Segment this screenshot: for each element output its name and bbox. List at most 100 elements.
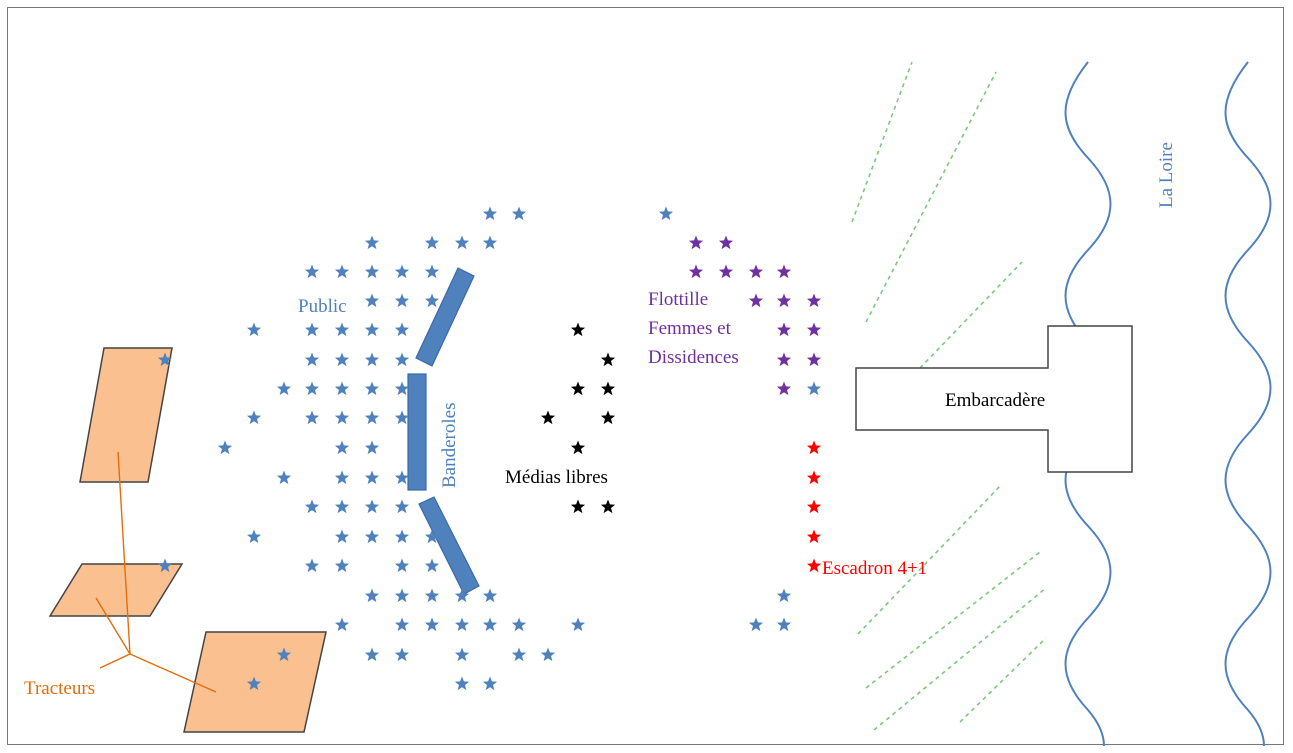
banderoles-label: Banderoles <box>439 403 460 488</box>
star-icon <box>806 322 822 337</box>
star-icon <box>482 206 498 221</box>
star-icon <box>424 293 440 308</box>
star-icon <box>806 499 822 514</box>
star-icon <box>334 264 350 279</box>
star-icon <box>511 647 527 662</box>
flottille-label-line2: Femmes et <box>648 318 732 339</box>
tractor-2 <box>48 563 184 617</box>
star-icon <box>276 381 292 396</box>
star-icon <box>776 588 792 603</box>
star-icon <box>394 617 410 632</box>
star-icon <box>806 440 822 455</box>
star-icon <box>806 529 822 544</box>
star-icon <box>748 293 764 308</box>
star-icon <box>776 381 792 396</box>
star-icon <box>482 676 498 691</box>
star-icon <box>776 322 792 337</box>
hatch-line <box>865 71 997 323</box>
star-icon <box>806 558 822 573</box>
star-icon <box>600 381 616 396</box>
public-label: Public <box>298 296 347 317</box>
star-icon <box>364 322 380 337</box>
banderoles-banners <box>407 267 480 595</box>
hatch-line <box>959 637 1047 723</box>
la-loire-label: La Loire <box>1156 142 1177 208</box>
star-icon <box>334 558 350 573</box>
star-icon <box>304 352 320 367</box>
star-icon <box>570 381 586 396</box>
star-icon <box>394 264 410 279</box>
star-icon <box>394 588 410 603</box>
star-icon <box>394 529 410 544</box>
star-icon <box>454 588 470 603</box>
star-icon <box>364 440 380 455</box>
star-icon <box>540 410 556 425</box>
star-icon <box>334 381 350 396</box>
star-icon <box>806 293 822 308</box>
tractors <box>48 347 327 733</box>
river-bank-right <box>1224 61 1272 747</box>
star-icon <box>570 499 586 514</box>
star-icon <box>246 410 262 425</box>
star-icon <box>570 617 586 632</box>
hatch-line <box>857 483 1003 635</box>
star-icon <box>334 529 350 544</box>
star-icon <box>424 264 440 279</box>
star-icon <box>334 499 350 514</box>
star-icon <box>394 558 410 573</box>
star-icon <box>540 647 556 662</box>
star-icon <box>394 499 410 514</box>
star-icon <box>688 235 704 250</box>
embarcadere-label: Embarcadère <box>945 390 1045 411</box>
star-icon <box>364 647 380 662</box>
star-icon <box>454 235 470 250</box>
banner-top <box>415 267 475 367</box>
star-icon <box>304 558 320 573</box>
star-icon <box>276 470 292 485</box>
banner-bottom <box>418 496 480 595</box>
star-icon <box>424 558 440 573</box>
star-icon <box>394 410 410 425</box>
star-icon <box>304 322 320 337</box>
star-icon <box>364 410 380 425</box>
star-icon <box>806 381 822 396</box>
star-icon <box>304 264 320 279</box>
star-icon <box>364 499 380 514</box>
tractor-1 <box>79 347 173 483</box>
star-icon <box>334 352 350 367</box>
star-icon <box>776 264 792 279</box>
star-icon <box>718 235 734 250</box>
flottille-label-line3: Dissidences <box>648 347 739 368</box>
embarcadere-pier <box>855 325 1133 473</box>
star-icon <box>394 470 410 485</box>
star-icon <box>454 676 470 691</box>
star-icon <box>511 206 527 221</box>
star-icon <box>364 264 380 279</box>
terrain-hatching <box>851 61 1047 731</box>
star-icon <box>276 647 292 662</box>
star-icon <box>334 410 350 425</box>
people-stars <box>157 206 822 691</box>
star-icon <box>246 676 262 691</box>
star-icon <box>246 529 262 544</box>
star-icon <box>424 529 440 544</box>
star-icon <box>570 322 586 337</box>
star-icon <box>688 264 704 279</box>
star-icon <box>334 470 350 485</box>
star-icon <box>718 264 734 279</box>
star-icon <box>364 235 380 250</box>
star-icon <box>424 617 440 632</box>
star-icon <box>806 470 822 485</box>
star-icon <box>748 617 764 632</box>
star-icon <box>454 617 470 632</box>
star-icon <box>217 440 233 455</box>
star-icon <box>806 352 822 367</box>
star-icon <box>394 322 410 337</box>
star-icon <box>482 235 498 250</box>
star-icon <box>157 558 173 573</box>
tractor-label-lines <box>95 451 217 693</box>
hatch-line <box>865 551 1041 689</box>
star-icon <box>482 588 498 603</box>
star-icon <box>364 470 380 485</box>
star-icon <box>776 617 792 632</box>
